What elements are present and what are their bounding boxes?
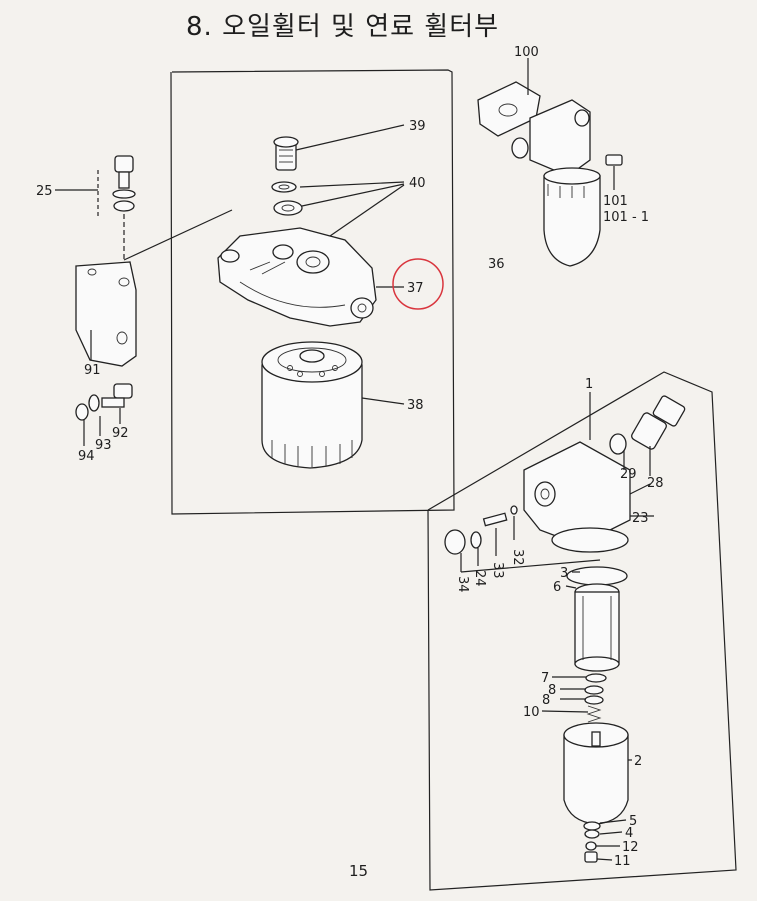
fuel-filter-element-part (565, 566, 628, 672)
callout-5: 5 (629, 814, 637, 829)
washer-parts (271, 181, 405, 237)
callout-8b: 8 (542, 693, 550, 708)
page-title: 8. 오일휠터 및 연료 휠터부 (186, 12, 499, 42)
fuel-filter-assembly-small (477, 58, 623, 267)
callout-38: 38 (407, 398, 424, 413)
callout-2: 2 (634, 754, 642, 769)
oil-filter-head-part (217, 227, 404, 327)
callout-29: 29 (620, 467, 637, 482)
page-number: 15 (349, 862, 368, 880)
drain-cock-parts (583, 819, 627, 863)
callout-24: 24 (472, 570, 487, 587)
hollow-bolt-part (273, 124, 405, 171)
callout-12: 12 (622, 840, 639, 855)
callout-3: 3 (560, 566, 568, 581)
fuel-filter-head-part (523, 441, 654, 553)
callout-34: 34 (455, 576, 470, 593)
mount-bolt-part (75, 383, 133, 446)
callout-23: 23 (632, 511, 649, 526)
callout-39: 39 (409, 119, 426, 134)
callout-7: 7 (541, 671, 549, 686)
callout-32: 32 (510, 549, 525, 566)
fuel-filter-bowl-part (563, 722, 632, 825)
callout-101: 101 (603, 194, 628, 209)
callout-25: 25 (36, 184, 53, 199)
callout-8a: 8 (548, 683, 556, 698)
callout-100: 100 (514, 45, 539, 60)
callout-1: 1 (585, 377, 593, 392)
drain-plug-parts (444, 505, 601, 573)
callout-92: 92 (112, 426, 129, 441)
callout-93: 93 (95, 438, 112, 453)
oil-filter-cartridge-part (261, 341, 405, 469)
callout-6: 6 (553, 580, 561, 595)
fuel-filter-frame (427, 371, 737, 891)
highlight-circle (392, 258, 444, 310)
spring-seal-parts (541, 673, 607, 723)
bracket-part (75, 261, 137, 367)
callout-101-1: 101 - 1 (603, 210, 649, 225)
callout-28: 28 (647, 476, 664, 491)
callout-33: 33 (490, 562, 505, 579)
callout-10: 10 (523, 705, 540, 720)
union-fitting-part (609, 395, 686, 495)
callout-91: 91 (84, 363, 101, 378)
callout-40: 40 (409, 176, 426, 191)
callout-36: 36 (488, 257, 505, 272)
callout-11: 11 (614, 854, 631, 869)
callout-37: 37 (407, 281, 424, 296)
bolt-washer-set-part (55, 155, 233, 261)
oil-filter-frame (170, 69, 455, 515)
callout-4: 4 (625, 826, 633, 841)
callout-94: 94 (78, 449, 95, 464)
